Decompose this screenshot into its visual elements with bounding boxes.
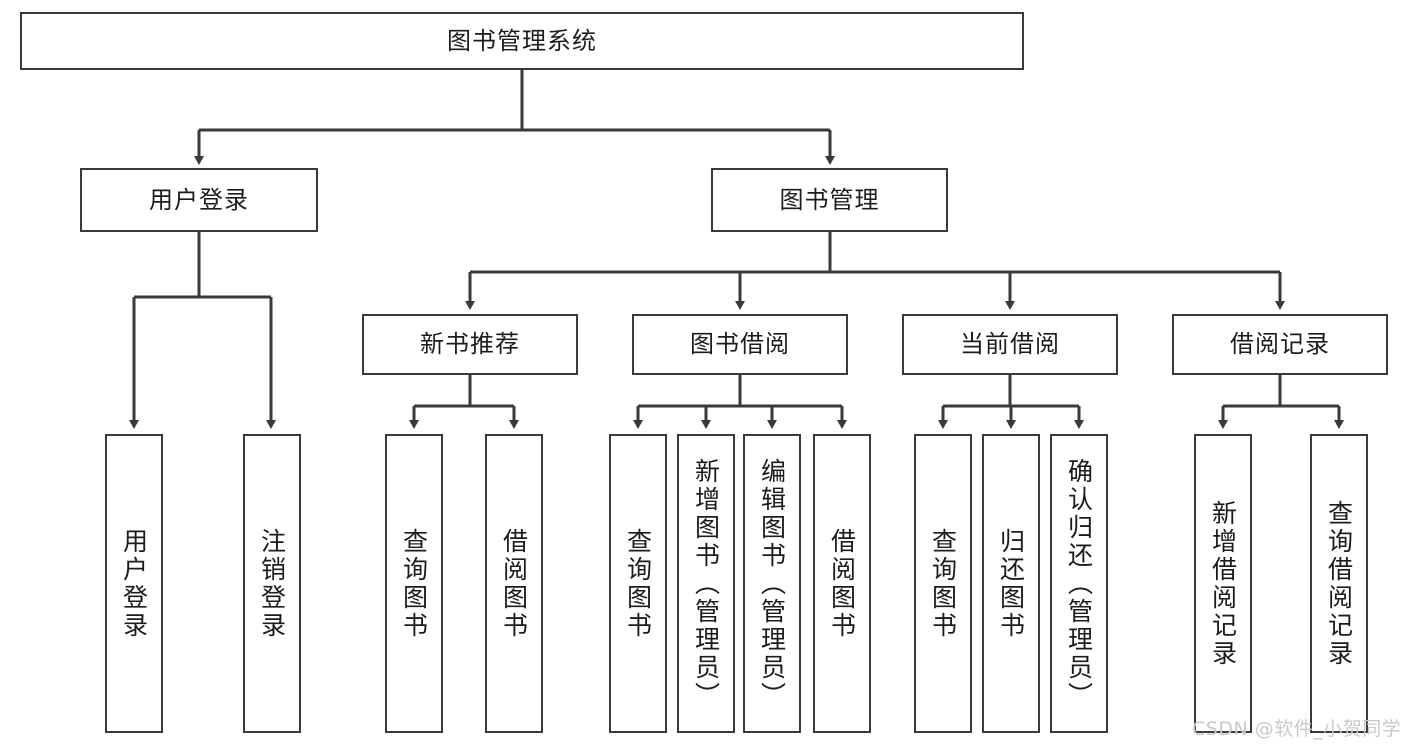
node-label: 编辑图书（管理员） (757, 457, 787, 710)
node-label: 查询图书 (928, 527, 958, 640)
leaf-current-borrow-query[interactable]: 查询图书 (914, 434, 972, 733)
leaf-borrow-record-query[interactable]: 查询借阅记录 (1310, 434, 1368, 733)
node-label: 注销登录 (257, 527, 287, 640)
node-label: 图书管理系统 (447, 26, 597, 55)
node-label: 图书借阅 (690, 330, 790, 359)
node-book-management[interactable]: 图书管理 (711, 168, 948, 232)
leaf-user-login-signin[interactable]: 用户登录 (105, 434, 163, 733)
leaf-book-borrow-edit[interactable]: 编辑图书（管理员） (743, 434, 801, 733)
node-label: 查询图书 (623, 527, 653, 640)
node-label: 新增借阅记录 (1208, 499, 1238, 668)
node-current-borrow[interactable]: 当前借阅 (902, 314, 1118, 375)
node-label: 新书推荐 (420, 330, 520, 359)
node-label: 图书管理 (779, 185, 880, 214)
node-label: 借阅记录 (1230, 330, 1330, 359)
leaf-new-book-borrow[interactable]: 借阅图书 (485, 434, 543, 733)
leaf-current-borrow-return[interactable]: 归还图书 (982, 434, 1040, 733)
node-label: 确认归还（管理员） (1064, 457, 1094, 710)
leaf-book-borrow-lend[interactable]: 借阅图书 (813, 434, 871, 733)
csdn-watermark: CSDN @软件_小贺同学 (1192, 718, 1402, 740)
node-label: 用户登录 (149, 185, 249, 214)
node-label: 借阅图书 (499, 527, 529, 640)
node-book-borrow[interactable]: 图书借阅 (632, 314, 848, 375)
node-label: 借阅图书 (827, 527, 857, 640)
node-label: 查询图书 (399, 527, 429, 640)
node-borrow-record[interactable]: 借阅记录 (1172, 314, 1388, 375)
node-user-login[interactable]: 用户登录 (80, 168, 318, 232)
node-label: 新增图书（管理员） (691, 457, 721, 710)
leaf-borrow-record-add[interactable]: 新增借阅记录 (1194, 434, 1252, 733)
leaf-book-borrow-add[interactable]: 新增图书（管理员） (677, 434, 735, 733)
leaf-new-book-query[interactable]: 查询图书 (385, 434, 443, 733)
leaf-book-borrow-query[interactable]: 查询图书 (609, 434, 667, 733)
node-label: 查询借阅记录 (1324, 499, 1354, 668)
node-label: 归还图书 (996, 527, 1026, 640)
node-label: 用户登录 (119, 527, 149, 640)
node-new-book-recommend[interactable]: 新书推荐 (362, 314, 578, 375)
leaf-user-login-signout[interactable]: 注销登录 (243, 434, 301, 733)
node-label: 当前借阅 (960, 330, 1060, 359)
leaf-current-borrow-confirm-return[interactable]: 确认归还（管理员） (1050, 434, 1108, 733)
node-root-book-management-system[interactable]: 图书管理系统 (20, 12, 1024, 70)
